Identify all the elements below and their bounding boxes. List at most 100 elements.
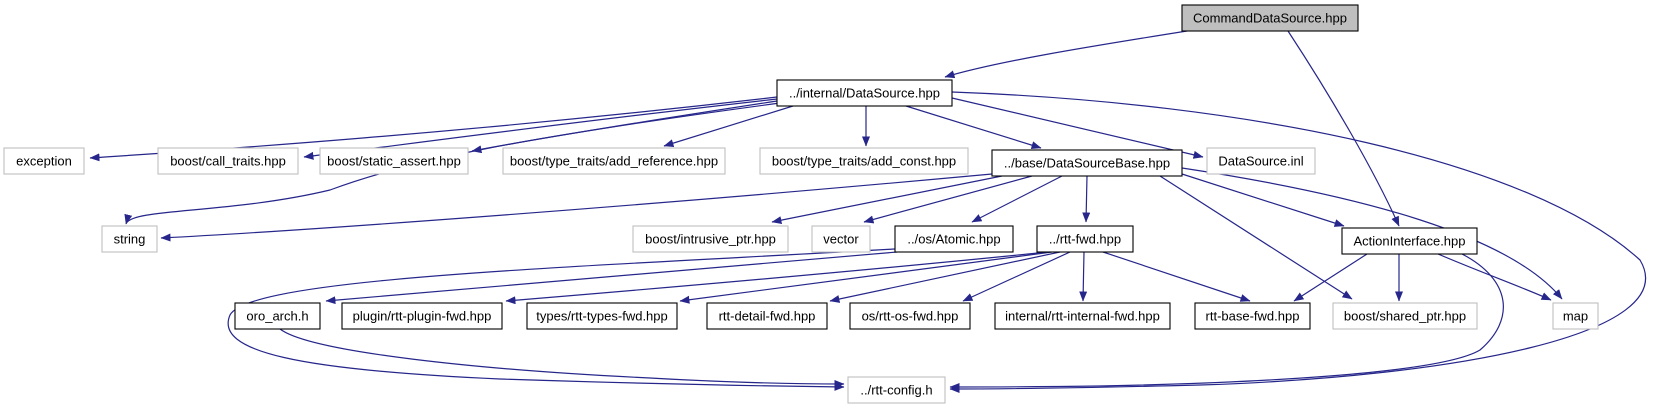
node-types-fwd[interactable]: types/rtt-types-fwd.hpp (526, 302, 678, 330)
node-plugin-fwd[interactable]: plugin/rtt-plugin-fwd.hpp (341, 302, 503, 330)
node-box (526, 302, 678, 330)
edge-actioninterface-to-rtt-config (949, 253, 1504, 391)
node-box (341, 302, 503, 330)
edge-rtt-fwd-to-base-fwd (1102, 251, 1251, 302)
node-label: rtt-detail-fwd.hpp (719, 309, 816, 324)
edge-datasource-to-exception (89, 96, 778, 162)
node-oro-arch[interactable]: oro_arch.h (234, 302, 321, 330)
edge-actioninterface-to-map (1437, 253, 1552, 301)
edge-rtt-fwd-to-types-fwd (679, 251, 1053, 304)
edge-atomic-to-oro-arch (325, 251, 898, 305)
node-rtt-fwd[interactable]: ../rtt-fwd.hpp (1036, 225, 1134, 253)
edge-rtt-fwd-to-internal-fwd (1079, 251, 1088, 302)
node-box (319, 147, 469, 175)
node-label: map (1563, 309, 1588, 324)
node-base-fwd[interactable]: rtt-base-fwd.hpp (1194, 302, 1311, 330)
node-label: DataSource.inl (1218, 154, 1303, 169)
node-box (894, 225, 1014, 253)
node-add-const[interactable]: boost/type_traits/add_const.hpp (759, 147, 969, 175)
node-cds[interactable]: CommandDataSource.hpp (1181, 4, 1359, 32)
node-box (1332, 302, 1478, 330)
node-box (759, 147, 969, 175)
edge-datasource-to-rtt-config (949, 91, 1647, 393)
node-label: boost/type_traits/add_reference.hpp (510, 154, 718, 169)
edge-actioninterface-to-base-fwd (1293, 253, 1368, 302)
node-box (849, 302, 971, 330)
node-datasourcebase[interactable]: ../base/DataSourceBase.hpp (991, 149, 1183, 177)
node-label: vector (823, 232, 859, 247)
node-box (1036, 225, 1134, 253)
edge-datasourcebase-to-rtt-fwd (1082, 175, 1091, 223)
edge-cds-to-actioninterface (1287, 30, 1400, 227)
node-box (706, 302, 828, 330)
node-box (991, 149, 1183, 177)
node-label: boost/type_traits/add_const.hpp (772, 154, 956, 169)
node-label: CommandDataSource.hpp (1193, 11, 1347, 26)
node-datasource-inl[interactable]: DataSource.inl (1206, 147, 1316, 175)
node-actioninterface[interactable]: ActionInterface.hpp (1341, 227, 1478, 255)
node-intrusive-ptr[interactable]: boost/intrusive_ptr.hpp (632, 225, 789, 253)
node-box (1194, 302, 1311, 330)
node-static-assert[interactable]: boost/static_assert.hpp (319, 147, 469, 175)
edge-datasource-to-datasourcebase (905, 105, 1042, 149)
edge-datasource-to-add-reference (663, 105, 794, 148)
edge-datasourcebase-to-actioninterface (1181, 173, 1345, 227)
node-label: string (114, 232, 146, 247)
node-detail-fwd[interactable]: rtt-detail-fwd.hpp (706, 302, 828, 330)
node-string[interactable]: string (101, 225, 158, 253)
node-label: rtt-base-fwd.hpp (1206, 309, 1300, 324)
node-label: ../rtt-fwd.hpp (1049, 232, 1121, 247)
node-label: ../rtt-config.h (860, 383, 932, 398)
node-datasource[interactable]: ../internal/DataSource.hpp (776, 79, 953, 107)
edge-datasource-to-datasource-inl (951, 97, 1204, 159)
node-box (994, 302, 1171, 330)
node-box (101, 225, 158, 253)
node-label: boost/call_traits.hpp (170, 154, 286, 169)
node-box (234, 302, 321, 330)
edge-datasourcebase-to-string (160, 173, 993, 242)
node-os-fwd[interactable]: os/rtt-os-fwd.hpp (849, 302, 971, 330)
node-label: oro_arch.h (246, 309, 308, 324)
node-label: ../os/Atomic.hpp (907, 232, 1000, 247)
node-label: types/rtt-types-fwd.hpp (536, 309, 668, 324)
node-shared-ptr[interactable]: boost/shared_ptr.hpp (1332, 302, 1478, 330)
node-rtt-config[interactable]: ../rtt-config.h (847, 376, 946, 404)
edge-atomic-to-rtt-config (227, 248, 896, 391)
node-label: plugin/rtt-plugin-fwd.hpp (353, 309, 492, 324)
node-box (1206, 147, 1316, 175)
edge-datasourcebase-to-vector (863, 175, 1033, 224)
node-box (847, 376, 946, 404)
node-label: ActionInterface.hpp (1353, 234, 1465, 249)
node-map[interactable]: map (1552, 302, 1599, 330)
node-box (1552, 302, 1599, 330)
node-box (632, 225, 789, 253)
edge-datasourcebase-to-shared-ptr (1159, 175, 1353, 300)
edge-rtt-fwd-to-detail-fwd (829, 251, 1061, 303)
node-label: os/rtt-os-fwd.hpp (862, 309, 959, 324)
node-exception[interactable]: exception (3, 147, 85, 175)
node-vector[interactable]: vector (811, 225, 871, 253)
node-box (776, 79, 953, 107)
node-box (811, 225, 871, 253)
edge-cds-to-datasource (944, 30, 1188, 79)
node-box (1341, 227, 1478, 255)
node-label: internal/rtt-internal-fwd.hpp (1005, 309, 1160, 324)
node-add-reference[interactable]: boost/type_traits/add_reference.hpp (502, 147, 726, 175)
edge-datasourcebase-to-intrusive-ptr (771, 175, 1003, 225)
node-label: boost/shared_ptr.hpp (1344, 309, 1466, 324)
node-internal-fwd[interactable]: internal/rtt-internal-fwd.hpp (994, 302, 1171, 330)
node-box (1181, 4, 1359, 32)
node-label: exception (16, 154, 72, 169)
node-label: boost/intrusive_ptr.hpp (645, 232, 776, 247)
node-atomic[interactable]: ../os/Atomic.hpp (894, 225, 1014, 253)
node-box (502, 147, 726, 175)
edge-datasource-to-static-assert (471, 100, 778, 154)
node-box (157, 147, 299, 175)
node-label: ../base/DataSourceBase.hpp (1004, 156, 1170, 171)
node-label: ../internal/DataSource.hpp (789, 86, 940, 101)
edge-oro-arch-to-rtt-config (279, 328, 845, 388)
edge-rtt-fwd-to-plugin-fwd (505, 251, 1049, 305)
node-call-traits[interactable]: boost/call_traits.hpp (157, 147, 299, 175)
node-label: boost/static_assert.hpp (327, 154, 461, 169)
